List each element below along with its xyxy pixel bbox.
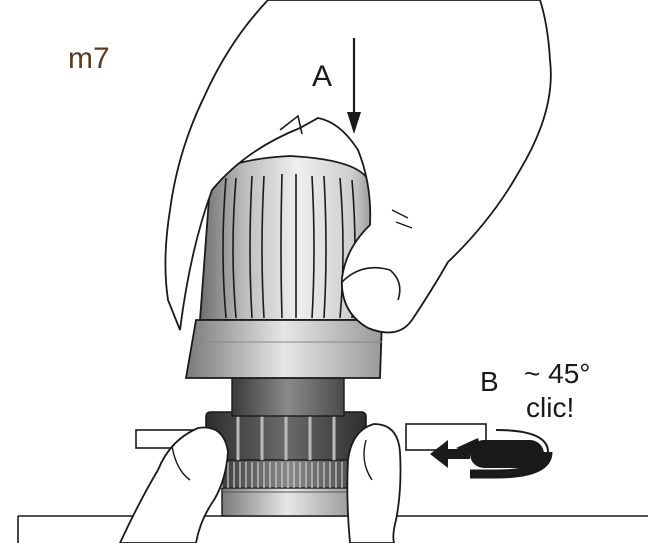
locking-ring xyxy=(205,411,367,489)
step-label: m7 xyxy=(68,42,110,75)
mounting-surface xyxy=(17,515,648,543)
down-arrow-icon xyxy=(347,38,361,134)
hand-top xyxy=(164,0,552,334)
label-a: A xyxy=(312,60,333,93)
angle-label: ~ 45° xyxy=(524,358,591,389)
rotate-arrow-icon xyxy=(430,429,553,479)
hand-bottom-left xyxy=(119,426,229,543)
label-b: B xyxy=(480,366,499,397)
hand-bottom-right xyxy=(346,423,402,543)
valve-stem xyxy=(231,377,345,417)
clic-label: clic! xyxy=(526,392,575,423)
